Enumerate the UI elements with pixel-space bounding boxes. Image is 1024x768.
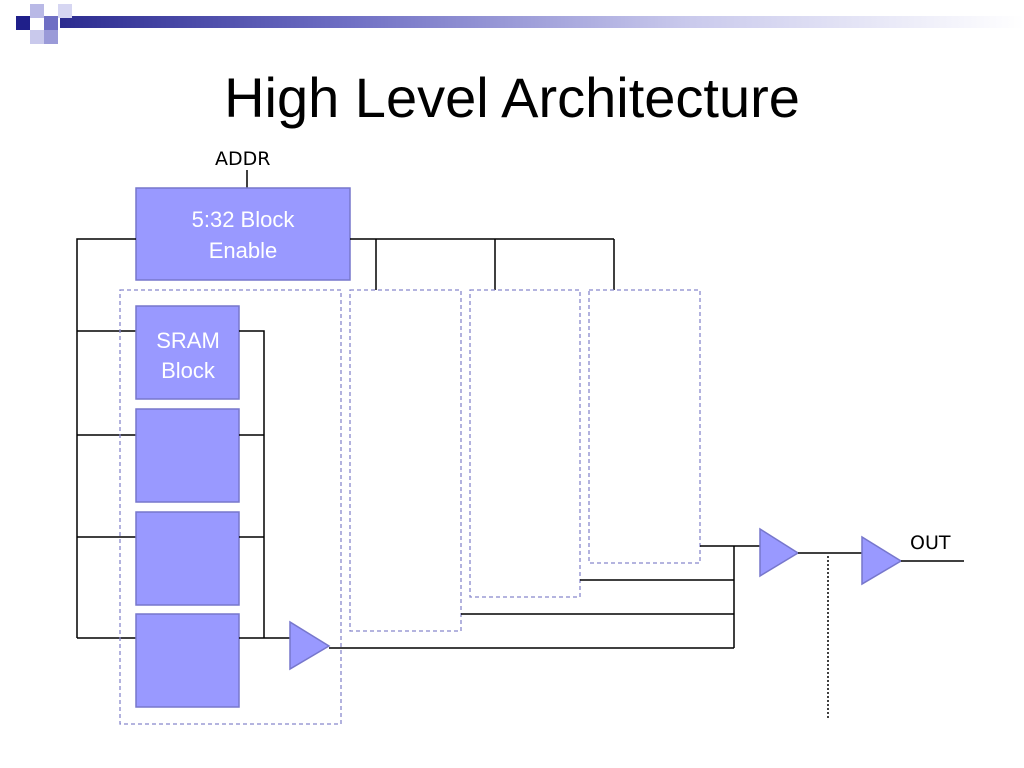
header-square-mid — [44, 30, 58, 44]
out-label: OUT — [910, 532, 951, 554]
addr-label: ADDR — [215, 148, 270, 170]
header-square-light — [30, 4, 44, 18]
header-square-dark — [16, 16, 30, 30]
column-outlines — [119, 289, 701, 725]
block-enable-decoder — [135, 187, 351, 281]
column-outline-1 — [119, 289, 342, 725]
page-title: High Level Architecture — [224, 66, 800, 129]
header-gradient-bar — [60, 16, 1024, 28]
left-enable-bus — [76, 238, 136, 639]
output-buffer-triangle — [759, 527, 800, 578]
sram-block — [135, 305, 240, 400]
decoder-label-line1: 5:32 Block — [192, 207, 296, 232]
sram-block — [135, 511, 240, 606]
sram-block — [135, 613, 240, 708]
decoder-label-line2: Enable — [209, 238, 278, 263]
column-output-bus — [239, 330, 290, 639]
sram-block-label-line1: SRAM — [156, 328, 220, 353]
column-outline-2 — [349, 289, 462, 632]
column-buffer-triangle — [289, 620, 331, 671]
final-buffer-triangle — [861, 535, 903, 586]
header-square-light — [30, 30, 44, 44]
column-outline-4 — [588, 289, 701, 564]
header-square-light — [58, 4, 72, 18]
sram-block-label-line2: Block — [161, 358, 216, 383]
sram-block — [135, 408, 240, 503]
top-enable-bus — [350, 238, 615, 290]
merge-bus — [329, 545, 760, 649]
header-square-mid — [44, 16, 58, 30]
column-outline-3 — [469, 289, 581, 598]
